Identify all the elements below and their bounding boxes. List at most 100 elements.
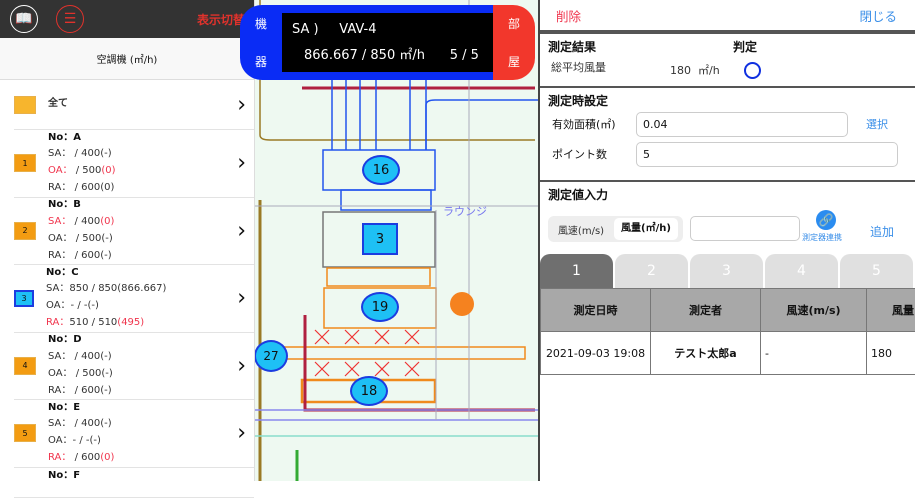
room-tab-char: 部	[508, 15, 520, 32]
cell-volume: 180	[867, 332, 915, 375]
ra-value: / 600(-)	[71, 385, 111, 396]
tab-1[interactable]: 1	[540, 254, 613, 288]
left-toolbar: 📖 ☰ 表示切替	[0, 0, 254, 38]
list-item[interactable]: No：F	[14, 468, 254, 498]
marker-18[interactable]: 18	[350, 376, 388, 406]
equipment-tab-char: 機	[255, 15, 267, 32]
avg-value: 180 ㎡/h	[670, 62, 720, 78]
room-tab[interactable]: 部屋	[493, 5, 535, 80]
tab-5[interactable]: 5	[840, 254, 913, 288]
marker-16[interactable]: 16	[362, 155, 400, 185]
value-input[interactable]	[690, 216, 800, 241]
input-mode-segment: 風速(m/s) 風量(㎡/h)	[548, 216, 683, 242]
equipment-no: No：A	[48, 132, 81, 143]
orange-marker	[450, 292, 474, 316]
column-header: 測定日時	[541, 289, 651, 332]
settings-section: 測定時設定 有効面積(㎡) 0.04 選択 ポイント数 5	[540, 88, 915, 182]
chevron-right-icon: ›	[237, 421, 246, 446]
sa-label: SA：	[48, 216, 71, 227]
result-section: 測定結果 判定 総平均風量 180 ㎡/h	[540, 34, 915, 88]
sa-value: / 400	[71, 216, 100, 227]
points-label: ポイント数	[548, 146, 636, 162]
ra-label: RA：	[48, 452, 71, 463]
marker-27[interactable]: 27	[254, 340, 288, 372]
segment-speed[interactable]: 風速(m/s)	[548, 222, 614, 237]
color-swatch	[14, 96, 36, 114]
equipment-no: No：C	[46, 267, 79, 278]
delete-button[interactable]: 削除	[556, 6, 581, 25]
equipment-no: No：F	[48, 470, 80, 481]
link-icon[interactable]: 🔗	[816, 210, 836, 230]
device-link-button[interactable]: 測定器連携	[802, 232, 842, 243]
add-button[interactable]: 追加	[870, 223, 894, 240]
segment-volume[interactable]: 風量(㎡/h)	[614, 218, 678, 240]
ra-label: RA：	[48, 182, 71, 193]
equipment-tab[interactable]: 機器	[240, 5, 282, 80]
list-item-all[interactable]: 全て ›	[14, 80, 254, 130]
judge-ok-icon	[744, 62, 761, 79]
tab-2[interactable]: 2	[615, 254, 688, 288]
oa-value: / 500(-)	[73, 233, 113, 244]
equipment-number-badge: 1	[14, 154, 36, 172]
sa-label: SA：	[48, 418, 71, 429]
book-icon[interactable]: 📖	[10, 5, 38, 33]
ra-measured: (0)	[100, 452, 114, 463]
section-title: 測定値入力	[548, 186, 907, 203]
section-title: 測定時設定	[548, 92, 907, 109]
display-toggle-button[interactable]: 表示切替	[197, 11, 245, 28]
select-button[interactable]: 選択	[866, 116, 888, 132]
equipment-no: No：E	[48, 402, 80, 413]
chevron-right-icon: ›	[237, 218, 246, 243]
ra-value: / 600(-)	[71, 250, 111, 261]
chevron-right-icon: ›	[237, 353, 246, 378]
ra-measured: (495)	[117, 317, 144, 328]
sa-label: SA：	[48, 351, 71, 362]
oa-value: - / -(-)	[73, 435, 101, 446]
ra-value: 510 / 510	[69, 317, 117, 328]
sa-value: 850 / 850(866.667)	[69, 283, 166, 294]
oa-measured: (0)	[101, 165, 115, 176]
points-input[interactable]: 5	[636, 142, 898, 167]
judge-title: 判定	[733, 38, 757, 55]
avg-label: 総平均風量	[551, 61, 606, 74]
equipment-number-badge: 5	[14, 424, 36, 442]
sa-value: / 400(-)	[71, 148, 111, 159]
equipment-no: No：D	[48, 334, 82, 345]
area-label: 有効面積(㎡)	[548, 116, 636, 132]
close-button[interactable]: 閉じる	[859, 6, 897, 25]
area-input[interactable]: 0.04	[636, 112, 848, 137]
oa-value: - / -(-)	[71, 300, 99, 311]
input-section: 測定値入力 風速(m/s) 風量(㎡/h) 🔗 測定器連携 追加	[540, 182, 915, 250]
equipment-name: VAV-4	[339, 22, 376, 37]
cell-speed: -	[761, 332, 867, 375]
ra-value: / 600(0)	[71, 182, 114, 193]
cell-measurer: テスト太郎a	[651, 332, 761, 375]
sa-measured: (0)	[100, 216, 114, 227]
tab-3[interactable]: 3	[690, 254, 763, 288]
tab-4[interactable]: 4	[765, 254, 838, 288]
sa-label: SA：	[48, 148, 71, 159]
column-header: 風速(m/s)	[761, 289, 867, 332]
marker-3[interactable]: 3	[362, 223, 398, 255]
flow-value: 866.667 / 850 ㎡/h	[304, 48, 425, 63]
oa-label: OA：	[46, 300, 71, 311]
marker-19[interactable]: 19	[361, 292, 399, 322]
ra-label: RA：	[48, 250, 71, 261]
column-header: 風量	[867, 289, 915, 332]
equipment-tab-char: 器	[255, 53, 267, 70]
list-icon[interactable]: ☰	[56, 5, 84, 33]
selected-equipment-badge[interactable]: 機器 SA ) VAV-4 866.667 / 850 ㎡/h 5 / 5 部屋	[240, 5, 535, 80]
equipment-no: No：B	[48, 199, 81, 210]
equipment-number-badge: 4	[14, 357, 36, 375]
oa-label: OA：	[48, 435, 73, 446]
chevron-right-icon: ›	[237, 151, 246, 176]
oa-value: / 500(-)	[73, 368, 113, 379]
